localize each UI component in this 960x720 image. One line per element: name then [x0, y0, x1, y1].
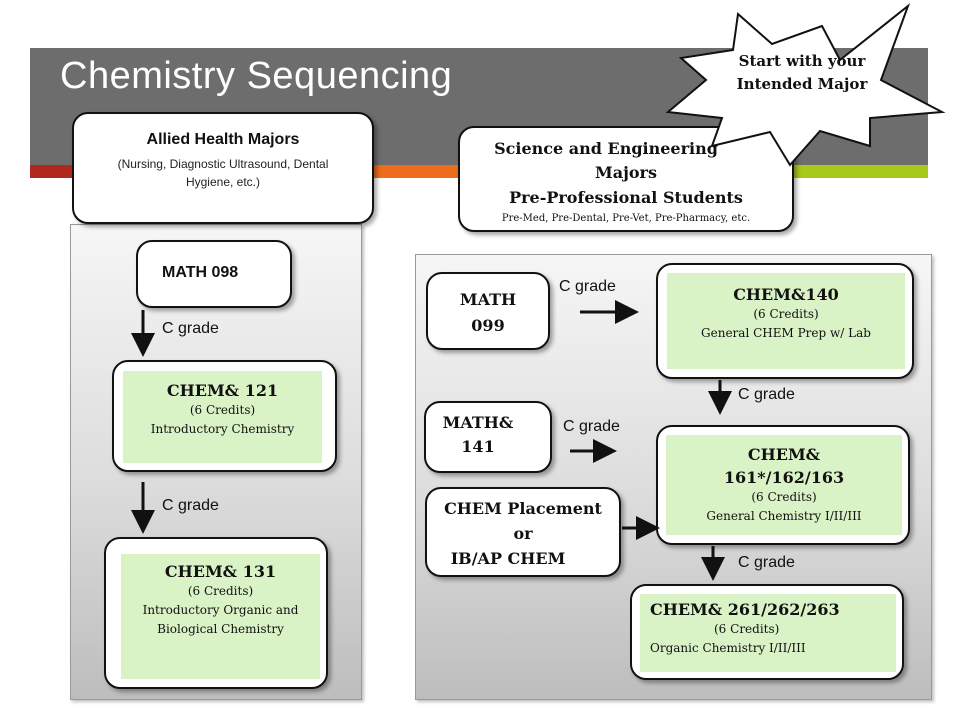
- science-subtitle: Pre-Med, Pre-Dental, Pre-Vet, Pre-Pharma…: [501, 213, 751, 224]
- science-grade-label-d: C grade: [738, 554, 795, 571]
- math-099-box: MATH 099: [426, 272, 550, 350]
- science-grade-label-c: C grade: [563, 418, 620, 435]
- page-title: Chemistry Sequencing: [60, 55, 453, 97]
- allied-health-header: Allied Health Majors (Nursing, Diagnosti…: [72, 112, 374, 224]
- chem-161-description: General Chemistry I/II/III: [706, 509, 862, 523]
- math-098-label: MATH 098: [162, 264, 239, 281]
- science-header: Science and Engineering Majors Pre-Profe…: [458, 126, 794, 232]
- starburst-line2: Intended Major: [736, 75, 868, 93]
- chem-131-description-line1: Introductory Organic and: [142, 603, 299, 617]
- allied-health-subtitle: (Nursing, Diagnostic Ultrasound, Dental …: [117, 157, 329, 189]
- chem-261-box: CHEM& 261/262/263 (6 Credits) Organic Ch…: [630, 584, 904, 680]
- chem-placement-line2: or: [513, 524, 533, 543]
- chem-140-box: CHEM&140 (6 Credits) General CHEM Prep w…: [656, 263, 914, 379]
- chem-261-name: CHEM& 261/262/263: [650, 600, 840, 619]
- starburst-line1: Start with your: [738, 52, 866, 70]
- science-heading-line3: Pre-Professional Students: [509, 188, 743, 207]
- science-heading-line1: Science and Engineering: [494, 139, 718, 158]
- chem-140-description: General CHEM Prep w/ Lab: [701, 326, 871, 340]
- chem-placement-line1: CHEM Placement: [444, 499, 602, 518]
- chem-161-fill: CHEM& 161*/162/163 (6 Credits) General C…: [666, 435, 902, 535]
- chem-121-box: CHEM& 121 (6 Credits) Introductory Chemi…: [112, 360, 337, 472]
- math-098-box: MATH 098: [136, 240, 292, 308]
- math-141-line1: MATH&: [442, 413, 514, 432]
- chem-261-description: Organic Chemistry I/II/III: [650, 641, 806, 655]
- chem-121-fill: CHEM& 121 (6 Credits) Introductory Chemi…: [123, 371, 322, 463]
- chem-placement-box: CHEM Placement or IB/AP CHEM: [425, 487, 621, 577]
- math-141-box: MATH& 141: [424, 401, 552, 473]
- chem-261-credits: (6 Credits): [714, 622, 780, 636]
- science-grade-label-b: C grade: [738, 386, 795, 403]
- chem-261-fill: CHEM& 261/262/263 (6 Credits) Organic Ch…: [640, 594, 896, 672]
- chem-131-description-line2: Biological Chemistry: [157, 622, 284, 636]
- chem-131-fill: CHEM& 131 (6 Credits) Introductory Organ…: [121, 554, 320, 679]
- chem-140-name: CHEM&140: [733, 285, 839, 304]
- science-grade-label-a: C grade: [559, 278, 616, 295]
- chem-161-box: CHEM& 161*/162/163 (6 Credits) General C…: [656, 425, 910, 545]
- chem-131-name: CHEM& 131: [164, 562, 277, 581]
- science-heading-line2: Majors: [595, 163, 657, 182]
- chem-161-name-line1: CHEM&: [747, 445, 821, 464]
- chem-131-box: CHEM& 131 (6 Credits) Introductory Organ…: [104, 537, 328, 689]
- math-141-line2: 141: [461, 437, 495, 456]
- chem-140-fill: CHEM&140 (6 Credits) General CHEM Prep w…: [667, 273, 905, 369]
- chem-placement-line3: IB/AP CHEM: [450, 549, 566, 568]
- allied-health-heading: Allied Health Majors: [146, 131, 300, 148]
- chem-121-description: Introductory Chemistry: [150, 422, 295, 436]
- math-099-line2: 099: [471, 316, 505, 335]
- chem-121-credits: (6 Credits): [189, 403, 256, 417]
- chem-140-credits: (6 Credits): [753, 307, 819, 321]
- chem-131-credits: (6 Credits): [187, 584, 254, 598]
- allied-grade-label-2: C grade: [162, 497, 219, 514]
- chem-161-credits: (6 Credits): [751, 490, 817, 504]
- math-099-line1: MATH: [459, 290, 517, 309]
- allied-grade-label-1: C grade: [162, 320, 219, 337]
- chem-161-name-line2: 161*/162/163: [723, 468, 845, 487]
- chem-121-name: CHEM& 121: [166, 381, 279, 400]
